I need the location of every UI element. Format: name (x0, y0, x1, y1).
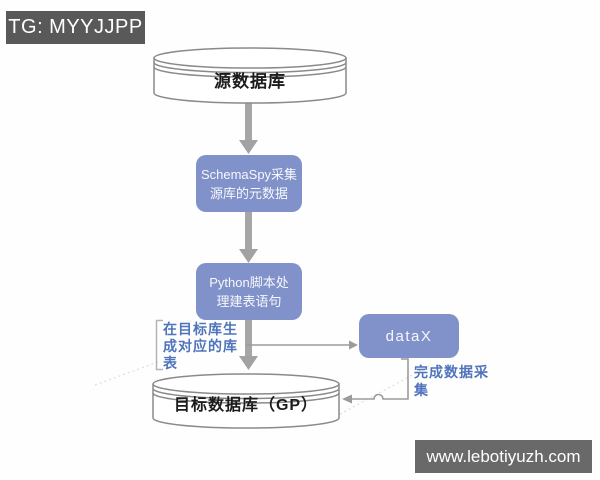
python-label-line2: 理建表语句 (216, 293, 282, 309)
tg-watermark-badge: TG: MYYJJPP (6, 11, 145, 44)
schemaspy-label-line2: 源库的元数据 (209, 185, 288, 201)
annotation-create-tables: 在目标库生成对应的库表 (163, 321, 238, 371)
dotted-artifact-line (94, 361, 159, 386)
website-watermark-badge: www.lebotiyuzh.com (415, 440, 592, 473)
source-database-cylinder (153, 47, 347, 104)
target-database-label: 目标数据库（GP） (173, 397, 319, 414)
arrow-schemaspy-to-python-icon (239, 211, 258, 263)
arrow-source-to-schemaspy-icon (239, 100, 258, 154)
left-bracket-icon (155, 319, 163, 371)
website-watermark-text: www.lebotiyuzh.com (426, 446, 581, 466)
dotted-artifact-line (330, 365, 430, 420)
python-process-box: Python脚本处 理建表语句 (196, 263, 302, 320)
arrow-python-to-target-icon (239, 319, 258, 370)
datax-process-box: dataX (359, 314, 459, 358)
annotation-complete-collection: 完成数据采集 (414, 364, 489, 398)
schemaspy-label-line1: SchemaSpy采集 (200, 166, 298, 182)
python-label-line1: Python脚本处 (209, 274, 289, 290)
tg-watermark-text: TG: MYYJJPP (8, 16, 143, 38)
target-database-cylinder (152, 373, 340, 429)
connector-python-to-datax-icon (246, 340, 358, 350)
source-database-label: 源数据库 (214, 72, 286, 91)
connector-datax-to-target-icon (342, 358, 409, 404)
schemaspy-process-box: SchemaSpy采集 源库的元数据 (196, 155, 302, 212)
datax-label: dataX (385, 327, 433, 345)
